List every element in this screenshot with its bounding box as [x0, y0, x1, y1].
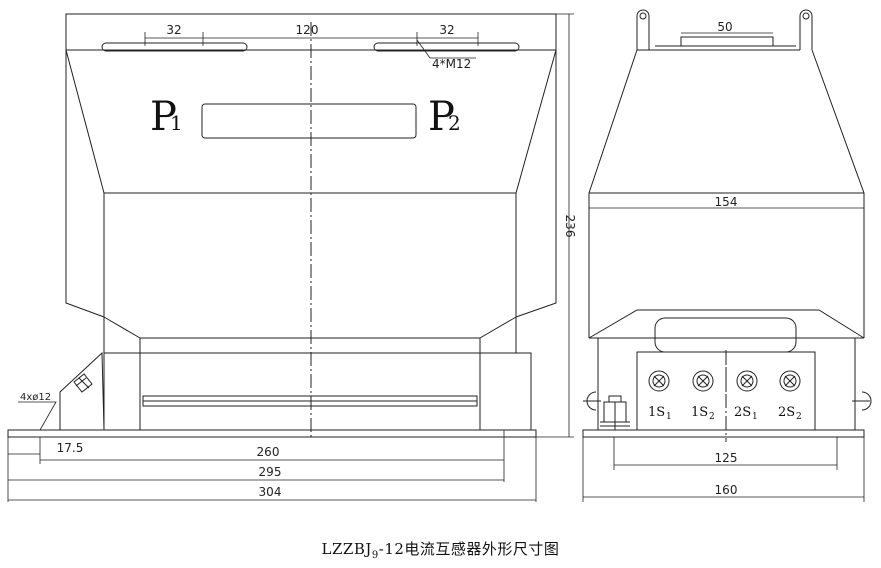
- dim-edge-offset: 17.5: [57, 441, 84, 455]
- side-base-plate: [582, 429, 865, 438]
- front-head-right: [515, 49, 557, 194]
- svg-text:1S: 1S: [648, 405, 665, 420]
- caption-model: LZZBJ: [321, 540, 372, 558]
- front-body-outline-right: [515, 50, 557, 353]
- side-view: [582, 9, 872, 442]
- side-terminal-screw-3: [736, 370, 758, 392]
- front-left-boss: [101, 42, 248, 52]
- side-terminal-screw-2: [692, 370, 714, 392]
- front-nameplate: [201, 103, 417, 139]
- svg-text:2: 2: [709, 412, 715, 422]
- side-housing-left: [588, 49, 638, 338]
- dimension-lines: [7, 13, 865, 502]
- side-right-lug-hole: [802, 12, 810, 20]
- dim-thread-spec: 4*M12: [432, 57, 471, 71]
- dim-front-height: 236: [563, 215, 577, 238]
- front-terminal-bolt: [73, 373, 93, 393]
- terminal-label-3: 2S 1: [734, 405, 758, 422]
- front-view: [7, 13, 557, 440]
- dim-side-body-width: 154: [715, 195, 738, 209]
- dim-overall-width: 304: [259, 485, 282, 499]
- label-p2: P: [428, 94, 455, 140]
- dim-side-hole-spacing: 125: [715, 451, 738, 465]
- front-lower-body: [103, 352, 532, 431]
- svg-text:2S: 2S: [778, 405, 795, 420]
- side-terminal-screw-1: [648, 370, 670, 392]
- dim-front-top-middle: 120: [296, 23, 319, 37]
- front-head-left: [65, 49, 105, 194]
- dim-side-top-width: 50: [717, 20, 732, 34]
- side-terminal-screw-4: [779, 370, 801, 392]
- side-left-lug-hole: [639, 12, 647, 20]
- terminal-label-1: 1S 1: [648, 405, 672, 422]
- drawing-caption: LZZBJ9-12电流互感器外形尺寸图: [0, 538, 881, 561]
- svg-text:1: 1: [666, 412, 672, 422]
- side-right-lug: [799, 9, 813, 50]
- front-right-boss: [373, 42, 520, 52]
- side-lower-window: [654, 317, 797, 353]
- dim-hole-spec: 4xø12: [20, 392, 51, 403]
- svg-text:2: 2: [796, 412, 802, 422]
- label-p1: P: [150, 94, 177, 140]
- front-core-left: [103, 316, 141, 353]
- caption-model-sub: 9: [371, 550, 379, 561]
- dim-front-top-right: 32: [439, 23, 454, 37]
- dim-front-top-left: 32: [166, 23, 181, 37]
- caption-title: -12电流互感器外形尺寸图: [378, 540, 560, 558]
- front-body-outline: [65, 50, 105, 353]
- side-housing-right: [811, 49, 865, 338]
- dim-hole-spacing: 260: [257, 445, 280, 459]
- label-p2-sub: 2: [448, 111, 461, 135]
- side-lower-left: [588, 309, 865, 339]
- svg-text:2S: 2S: [734, 405, 751, 420]
- side-earth-bolt: [600, 395, 630, 430]
- front-core-right: [479, 316, 517, 353]
- side-right-hole: [861, 391, 872, 411]
- side-left-lug: [636, 9, 650, 50]
- side-top-block: [680, 36, 774, 47]
- terminal-label-4: 2S 2: [778, 405, 802, 422]
- svg-text:1: 1: [752, 412, 758, 422]
- label-p1-sub: 1: [170, 111, 183, 135]
- dim-side-base-width: 160: [715, 483, 738, 497]
- terminal-label-2: 1S 2: [691, 405, 715, 422]
- svg-text:1S: 1S: [691, 405, 708, 420]
- front-base-plate: [7, 429, 537, 438]
- dim-base-width: 295: [259, 465, 282, 479]
